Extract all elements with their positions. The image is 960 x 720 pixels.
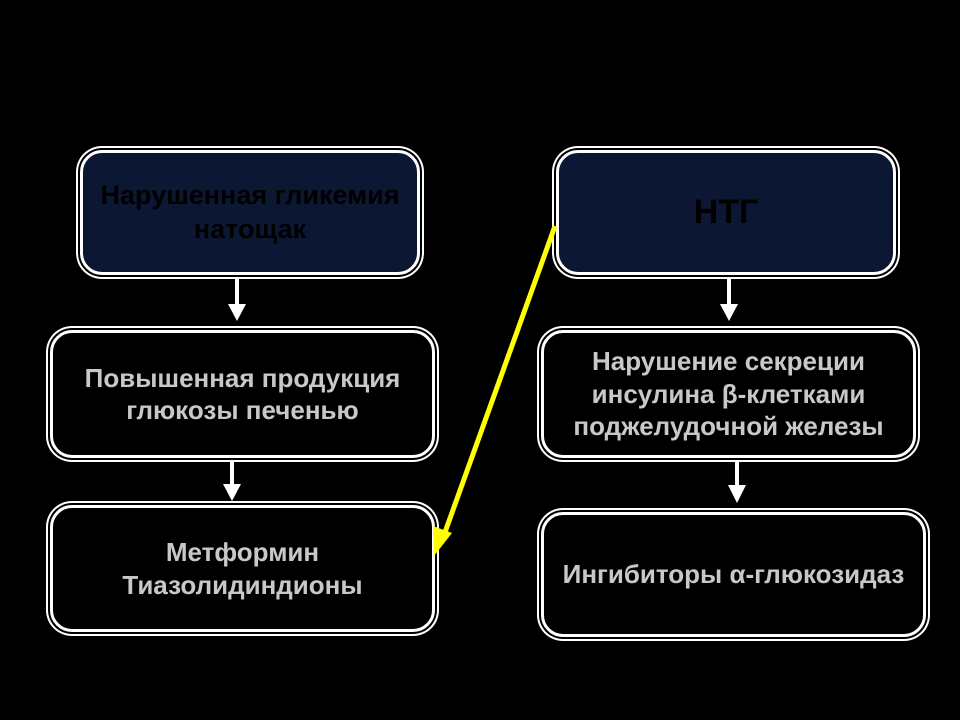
liver-glucose-box: Повышенная продукция глюкозы печенью xyxy=(50,330,435,458)
arrow-liver-to-metformin xyxy=(223,460,241,501)
arrow-ntg-to-metformin xyxy=(433,225,558,556)
insulin-secretion-box: Нарушение секреции инсулина β-клетками п… xyxy=(541,330,916,458)
ifg-box: Нарушенная гликемия натощак xyxy=(80,150,420,275)
inhibitors-label: Ингибиторы α-глюкозидаз xyxy=(562,559,905,590)
arrow-ntg-to-secretion xyxy=(720,278,738,321)
arrow-secretion-to-inhibitors xyxy=(728,460,746,503)
inhibitors-box: Ингибиторы α-глюкозидаз xyxy=(541,512,926,637)
ntg-box: НТГ xyxy=(556,150,896,275)
liver-glucose-label: Повышенная продукция глюкозы печенью xyxy=(84,362,401,426)
metformin-box: Метформин Тиазолидиндионы xyxy=(50,505,435,632)
arrow-ifg-to-liver xyxy=(228,278,246,321)
metformin-label: Метформин Тиазолидиндионы xyxy=(122,537,363,600)
insulin-secretion-label: Нарушение секреции инсулина β-клетками п… xyxy=(573,346,884,442)
ntg-label: НТГ xyxy=(693,193,759,232)
ifg-label: Нарушенная гликемия натощак xyxy=(100,179,400,244)
